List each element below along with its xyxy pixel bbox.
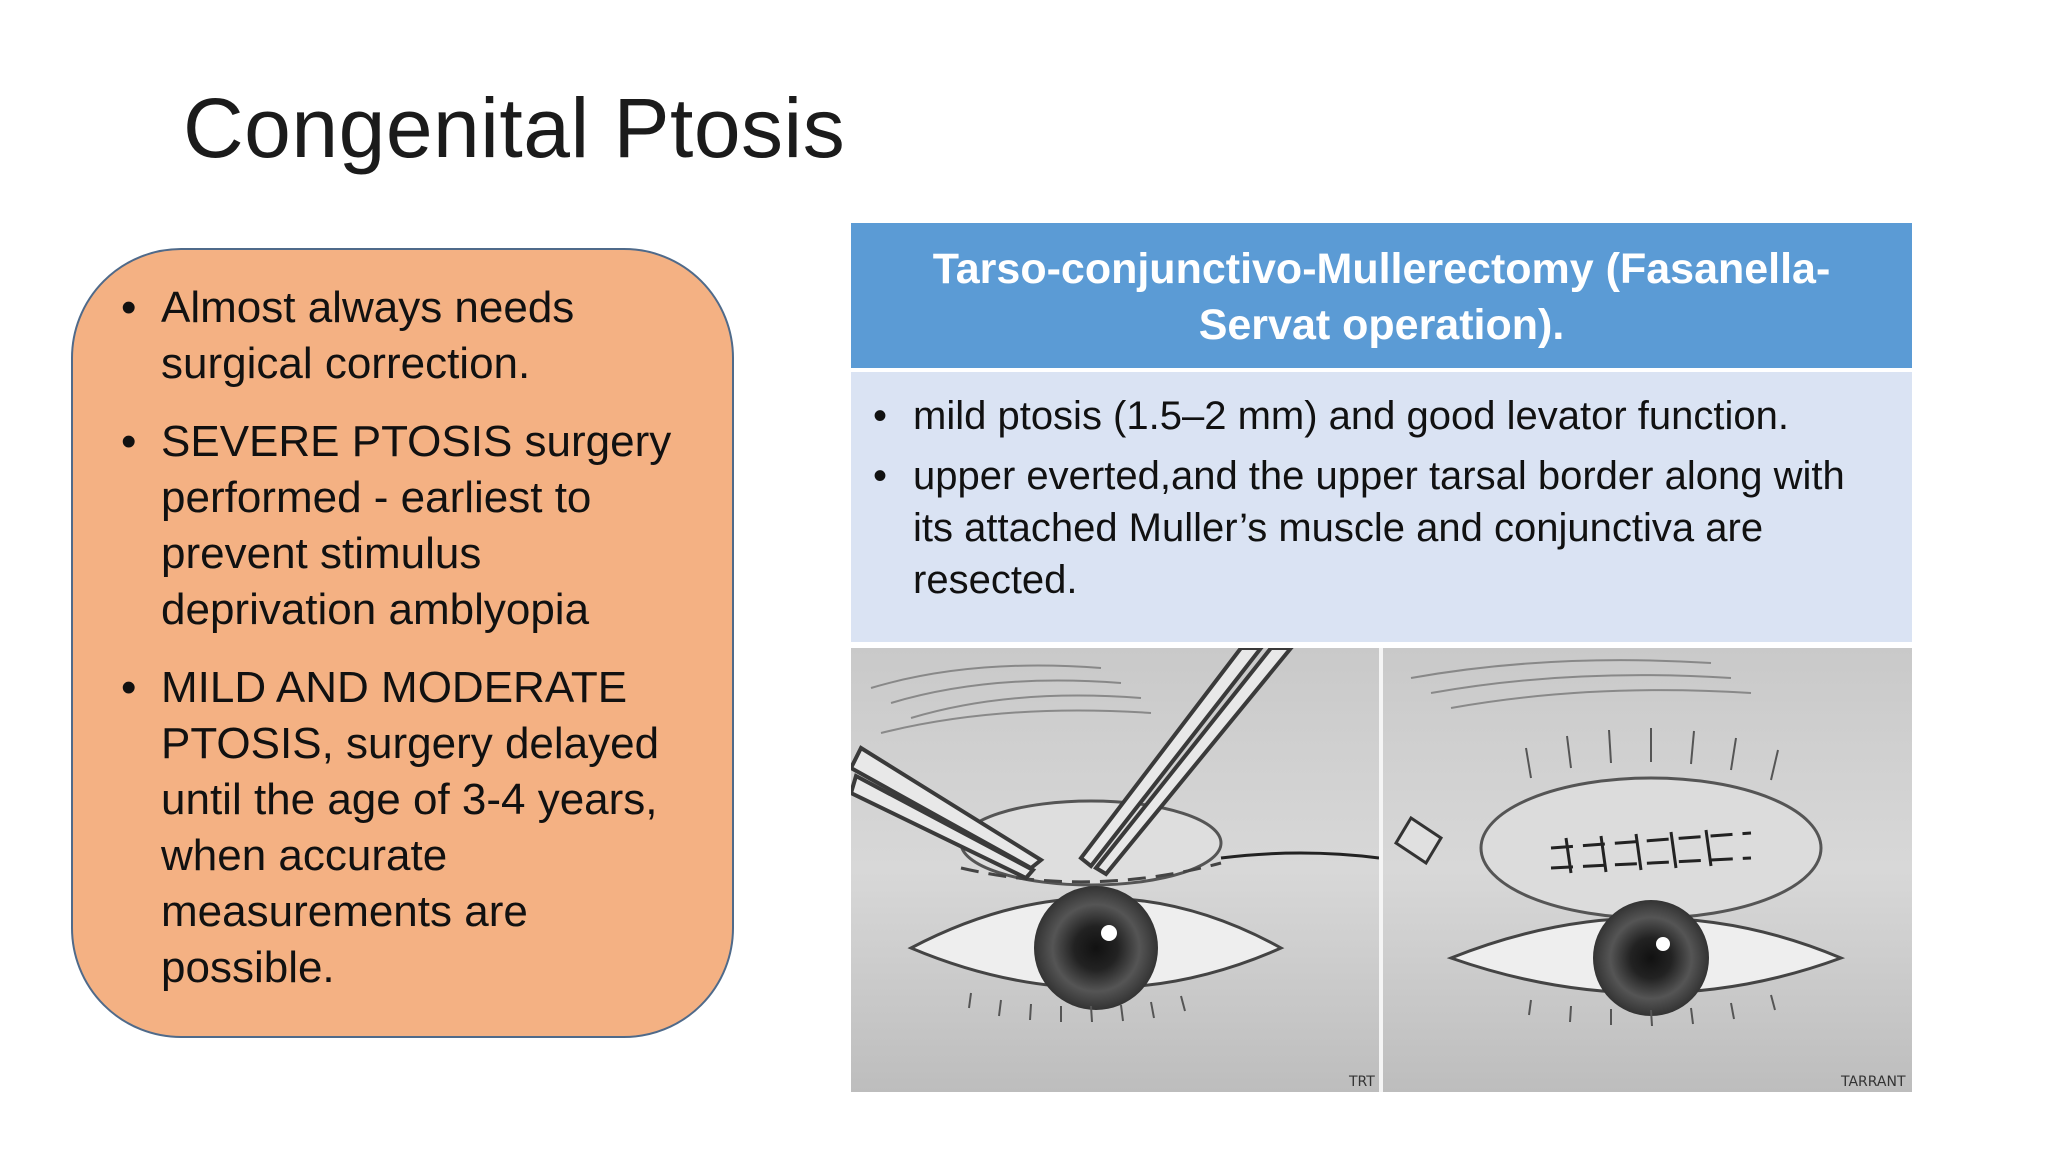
procedure-list: • mild ptosis (1.5–2 mm) and good levato… — [873, 390, 1882, 606]
bullet-icon: • — [873, 394, 888, 438]
forceps-tool — [851, 648, 1294, 881]
procedure-details: • mild ptosis (1.5–2 mm) and good levato… — [851, 372, 1912, 642]
bullet-text: MILD AND MODERATE PTOSIS, surgery delaye… — [161, 663, 660, 992]
surgery-illustration: TRT — [851, 648, 1912, 1092]
indications-list: • Almost always needs surgical correctio… — [121, 280, 692, 996]
suture-pattern — [1550, 829, 1752, 874]
eye-highlight — [1656, 937, 1670, 951]
artist-signature-right: TARRANT — [1840, 1074, 1906, 1090]
list-item: • upper everted,and the upper tarsal bor… — [873, 450, 1882, 606]
list-item: • MILD AND MODERATE PTOSIS, surgery dela… — [121, 660, 692, 996]
bullet-text: Almost always needs surgical correction. — [161, 283, 575, 388]
bullet-text: SEVERE PTOSIS surgery performed - earlie… — [161, 417, 672, 634]
eye-highlight — [1101, 925, 1117, 941]
procedure-header: Tarso-conjunctivo-Mullerectomy (Fasanell… — [851, 223, 1912, 368]
panel-divider — [1379, 648, 1383, 1092]
bullet-text: upper everted,and the upper tarsal borde… — [913, 454, 1845, 602]
everted-lid — [1479, 776, 1823, 920]
bullet-icon: • — [873, 454, 888, 498]
lower-lashes — [968, 992, 1186, 1023]
slide-title: Congenital Ptosis — [183, 81, 846, 175]
clamp-tip — [1393, 815, 1444, 866]
bullet-text: mild ptosis (1.5–2 mm) and good levator … — [913, 394, 1789, 438]
list-item: • mild ptosis (1.5–2 mm) and good levato… — [873, 390, 1882, 442]
bullet-icon: • — [121, 417, 137, 466]
bullet-icon: • — [121, 283, 137, 332]
suture-thread — [1220, 851, 1380, 860]
indications-box: • Almost always needs surgical correctio… — [71, 248, 734, 1038]
iris — [1034, 886, 1158, 1010]
eyelid-surgery-drawing: TRT — [851, 648, 1912, 1092]
lower-lashes — [1528, 994, 1776, 1027]
brow-hair — [870, 664, 1152, 734]
list-item: • Almost always needs surgical correctio… — [121, 280, 692, 392]
incision-line — [960, 861, 1222, 884]
brow-hair — [1410, 659, 1752, 709]
artist-signature-left: TRT — [1348, 1074, 1375, 1090]
list-item: • SEVERE PTOSIS surgery performed - earl… — [121, 414, 692, 638]
upper-lashes — [1525, 728, 1779, 781]
iris — [1593, 900, 1709, 1016]
bullet-icon: • — [121, 663, 137, 712]
